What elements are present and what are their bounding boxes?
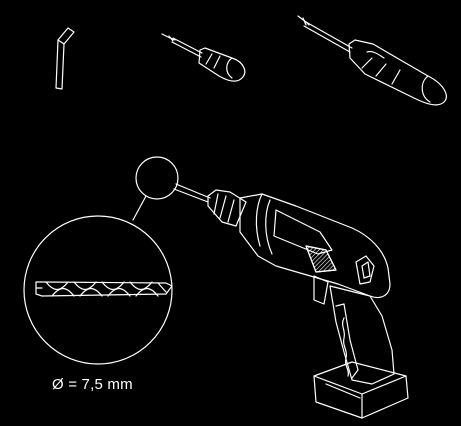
drill-battery [313, 361, 409, 419]
callout-large-circle [23, 215, 173, 365]
magnifier-callout [23, 156, 179, 365]
allen-key-icon [55, 27, 75, 90]
callout-small-circle [135, 156, 179, 200]
drill-bit-size-label: Ø = 7,5 mm [52, 376, 133, 393]
drill-trigger [313, 275, 329, 305]
drill-handle [329, 285, 395, 385]
drill-chuck [207, 189, 247, 227]
drill-body [239, 193, 391, 299]
chuck-drill-bit [173, 183, 211, 203]
callout-leader-line [132, 195, 147, 221]
drill-icon [207, 189, 409, 419]
large-screwdriver-icon [297, 15, 447, 106]
drill-bit-icon [35, 281, 173, 297]
drill-switch [355, 255, 375, 285]
small-screwdriver-icon [161, 33, 246, 82]
